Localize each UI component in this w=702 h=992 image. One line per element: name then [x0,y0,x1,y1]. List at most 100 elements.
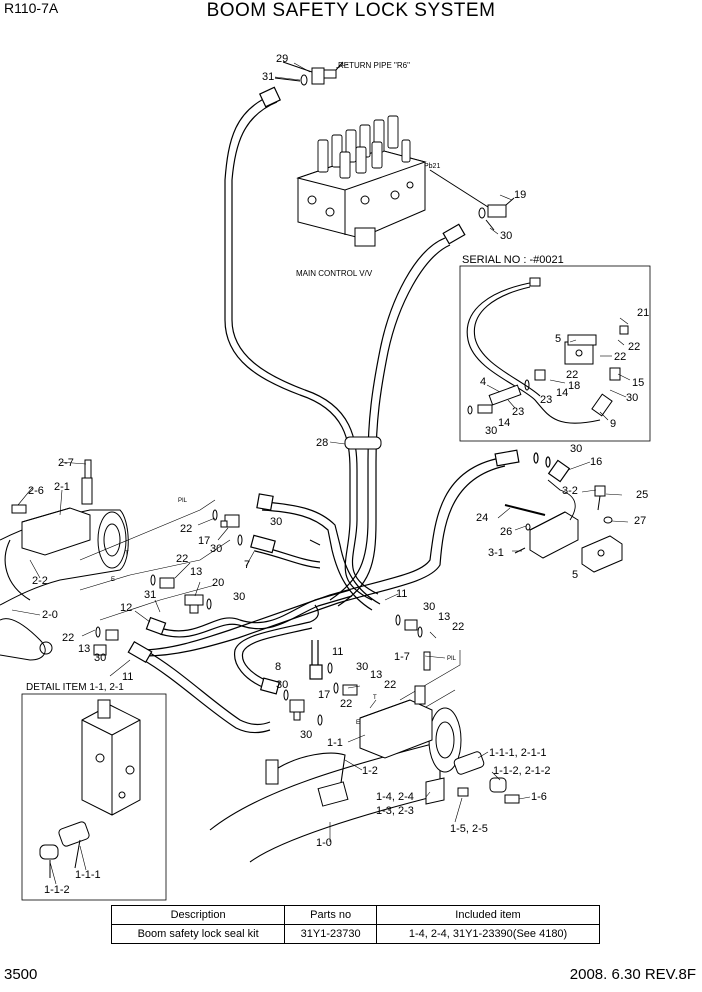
callout-label: 20 [212,577,224,589]
t-label: T [125,551,129,557]
page-number: 3500 [4,966,38,983]
callout-label: 27 [634,515,646,527]
callout-label: 31 [262,71,274,83]
callout-label: 30 [485,425,497,437]
t-label-2: T [373,695,377,701]
callout-label: 22 [176,553,188,565]
callout-label: 22 [62,632,74,644]
callout-label: 11 [122,671,133,683]
cell-description: Boom safety lock seal kit [110,924,286,944]
callout-label: 2-1 [54,481,70,493]
callout-label: 26 [500,526,512,538]
fittings-middle [93,509,423,726]
col-included: Included item [376,905,600,925]
page-title: BOOM SAFETY LOCK SYSTEM [206,0,496,21]
main-cv-label: MAIN CONTROL V/V [296,269,373,278]
model-label: R110-7A [4,0,59,16]
detail-inset [21,693,167,901]
callout-label: 12 [120,602,132,614]
callout-label: 1-7 [394,651,410,663]
callout-label: 1-5, 2-5 [450,823,488,835]
cell-included: 1-4, 2-4, 31Y1-23390(See 4180) [376,924,600,944]
table-row: Boom safety lock seal kit 31Y1-23730 1-4… [110,924,600,944]
callout-label: 22 [340,698,352,710]
callout-label: 24 [476,512,488,524]
return-pipe-tee [274,61,344,86]
callout-label: 1-0 [316,837,332,849]
callout-label: 30 [233,591,245,603]
callout-label: 8 [275,661,281,673]
callout-label: 22 [614,351,626,363]
return-pipe-label: RETURN PIPE "R6" [338,61,410,70]
callout-label: 30 [570,443,582,455]
pil-label: PIL [178,498,188,504]
hose-main-left [224,86,379,601]
callout-label: 2-6 [28,485,44,497]
parts-table: Description Parts no Included item Boom … [110,905,600,944]
callout-label: 22 [452,621,464,633]
revision-label: 2008. 6.30 REV.8F [569,966,696,983]
callout-label: 4 [480,376,486,388]
pb21-label: Pb21 [424,163,440,170]
callout-label: 18 [568,380,580,392]
callout-label: 17 [318,689,330,701]
hose-clamp [344,436,382,450]
callout-label: 22 [628,341,640,353]
callout-label: 13 [78,643,90,655]
callout-label: 1-1-2 [44,884,70,896]
callout-label: 30 [270,516,282,528]
callout-label: 11 [396,588,407,600]
callout-label: 22 [384,679,396,691]
callout-label: 11 [332,646,343,658]
callout-label: 30 [276,679,288,691]
callout-label: 13 [370,669,382,681]
lock-valve-right [504,479,623,573]
callout-label: 5 [572,569,578,581]
callout-label: 13 [438,611,450,623]
callout-label: 23 [540,394,552,406]
serial-inset-box [459,265,651,442]
e-label: E [111,577,115,583]
callout-label: 1-1 [327,737,343,749]
callout-label: 13 [190,566,202,578]
callout-label: 1-1-1, 2-1-1 [489,747,546,759]
callout-label: 15 [632,377,644,389]
callout-label: 16 [590,456,602,468]
callout-label: 19 [514,189,526,201]
callout-label: 21 [637,307,649,319]
callout-label: 14 [498,417,510,429]
callout-label: 28 [316,437,328,449]
callout-label: 2-0 [42,609,58,621]
callout-label: 1-1-1 [75,869,101,881]
callout-label: 14 [556,387,568,399]
callout-label: 30 [626,392,638,404]
callout-label: 5 [555,333,561,345]
callout-label: 22 [566,369,578,381]
callout-label: 30 [94,652,106,664]
callout-label: 25 [636,489,648,501]
callout-label: 23 [512,406,524,418]
callout-label: 1-1-2, 2-1-2 [493,765,550,777]
pil-label-2: PIL [447,656,457,662]
callout-label: 2-2 [32,575,48,587]
hose-main-right [329,223,466,607]
callout-label: 1-4, 2-4 [376,791,414,803]
parts-table-header: Description Parts no Included item [110,905,600,925]
callout-label: 7 [244,559,250,571]
callout-label: 3-1 [488,547,504,559]
callout-label: 1-6 [531,791,547,803]
callout-label: 1-3, 2-3 [376,805,414,817]
callout-label: 30 [356,661,368,673]
callout-label: 2-7 [58,457,74,469]
boom-cylinder-left [0,459,129,661]
callout-label: 30 [423,601,435,613]
callout-label: 29 [276,53,288,65]
callout-label: 17 [198,535,210,547]
callout-label: 31 [144,589,156,601]
leader-lines [11,62,631,885]
callout-label: 3-2 [562,485,578,497]
pb21-tee [429,169,515,231]
diagram-labels: RETURN PIPE "R6" Pb21 MAIN CONTROL V/V S… [26,53,649,896]
hoses-middle [127,493,381,734]
callout-label: 30 [210,543,222,555]
